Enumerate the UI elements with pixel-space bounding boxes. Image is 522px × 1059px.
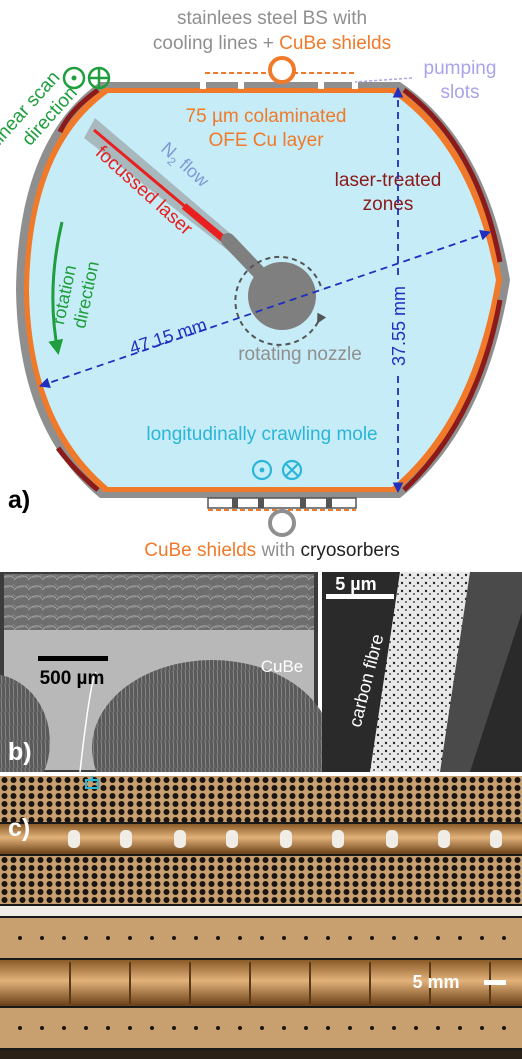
linear-scan-into-page-icon bbox=[87, 66, 111, 90]
rotating-nozzle-label: rotating nozzle bbox=[238, 344, 362, 365]
shield-bottom-holes bbox=[18, 1026, 506, 1030]
bottom-caption-cube: CuBe shields bbox=[144, 540, 256, 561]
tube-bottom bbox=[0, 960, 522, 1006]
laser-treated-zone-bottom-right bbox=[402, 299, 503, 492]
top-caption-line1: stainlees steel BS with bbox=[177, 8, 367, 29]
top-caption-line2: cooling lines + CuBe shields bbox=[153, 33, 391, 54]
scale-5um: 5 µm bbox=[335, 574, 376, 594]
dim-vertical-label: 37.55 mm bbox=[389, 286, 409, 366]
bottom-caption: CuBe shields with cryosorbers bbox=[144, 540, 400, 561]
mole-into-page-icon bbox=[281, 459, 303, 481]
bottom-shield-with-cryosorbers bbox=[207, 497, 357, 511]
cu-layer-line2: OFE Cu layer bbox=[208, 130, 324, 151]
cube-label: CuBe bbox=[261, 657, 304, 676]
tube-top-slots bbox=[68, 830, 502, 848]
cyan-link-box bbox=[85, 779, 99, 789]
scale-500um: 500 µm bbox=[40, 668, 105, 689]
top-caption-cooling: cooling lines + bbox=[153, 33, 279, 54]
sem-carbon-fibre bbox=[322, 572, 522, 772]
tube-bottom-joints bbox=[69, 962, 491, 1004]
cryosorber-strip-base bbox=[0, 1050, 522, 1059]
cryosorber-strip-bottom bbox=[0, 856, 522, 904]
linear-scan-out-of-page-icon bbox=[62, 66, 86, 90]
tube-top bbox=[0, 824, 522, 854]
shield-top-holes bbox=[18, 936, 506, 940]
panel-c-label: c) bbox=[8, 814, 30, 842]
top-caption-cube: CuBe shields bbox=[279, 33, 391, 54]
panel-a-schematic: stainlees steel BS with cooling lines + … bbox=[0, 8, 510, 561]
laser-zones-line2: zones bbox=[363, 194, 414, 215]
bottom-caption-cryosorbers: cryosorbers bbox=[301, 540, 400, 561]
pumping-slots-line1: pumping bbox=[424, 58, 497, 79]
panel-a-label: a) bbox=[8, 486, 30, 514]
horizontal-dimension-line bbox=[38, 230, 492, 388]
white-gap bbox=[0, 906, 522, 916]
pumping-slots-line2: slots bbox=[440, 82, 479, 103]
rotating-nozzle-body bbox=[248, 262, 316, 330]
scale-5mm-bar bbox=[484, 980, 506, 985]
bottom-caption-with: with bbox=[256, 540, 300, 561]
panel-b-label: b) bbox=[8, 738, 32, 766]
mole-label: longitudinally crawling mole bbox=[146, 424, 377, 445]
panel-c-photographs: c) 5 mm bbox=[0, 776, 522, 1059]
cryosorber-strip-top bbox=[0, 776, 522, 822]
pumping-slots-pointer bbox=[354, 77, 413, 83]
sem-cube-mesh bbox=[0, 572, 332, 772]
laser-treated-zone-bottom-left bbox=[55, 446, 100, 492]
scale-5mm: 5 mm bbox=[412, 972, 459, 992]
top-pumping-slots bbox=[200, 81, 358, 89]
bottom-cooling-tube bbox=[268, 509, 296, 537]
laser-treated-zone-top-left bbox=[57, 87, 100, 134]
vertical-dim-label-bg bbox=[387, 280, 409, 372]
top-cooling-tube bbox=[268, 56, 296, 84]
cu-layer-line1: 75 µm colaminated bbox=[186, 106, 347, 127]
mole-out-of-page-icon bbox=[251, 459, 273, 481]
panel-b-micrographs: 500 µm CuBe b) 5 µm carbon fibre bbox=[0, 572, 522, 772]
laser-treated-zone-top-right bbox=[402, 88, 503, 263]
laser-zones-line1: laser-treated bbox=[335, 170, 442, 191]
